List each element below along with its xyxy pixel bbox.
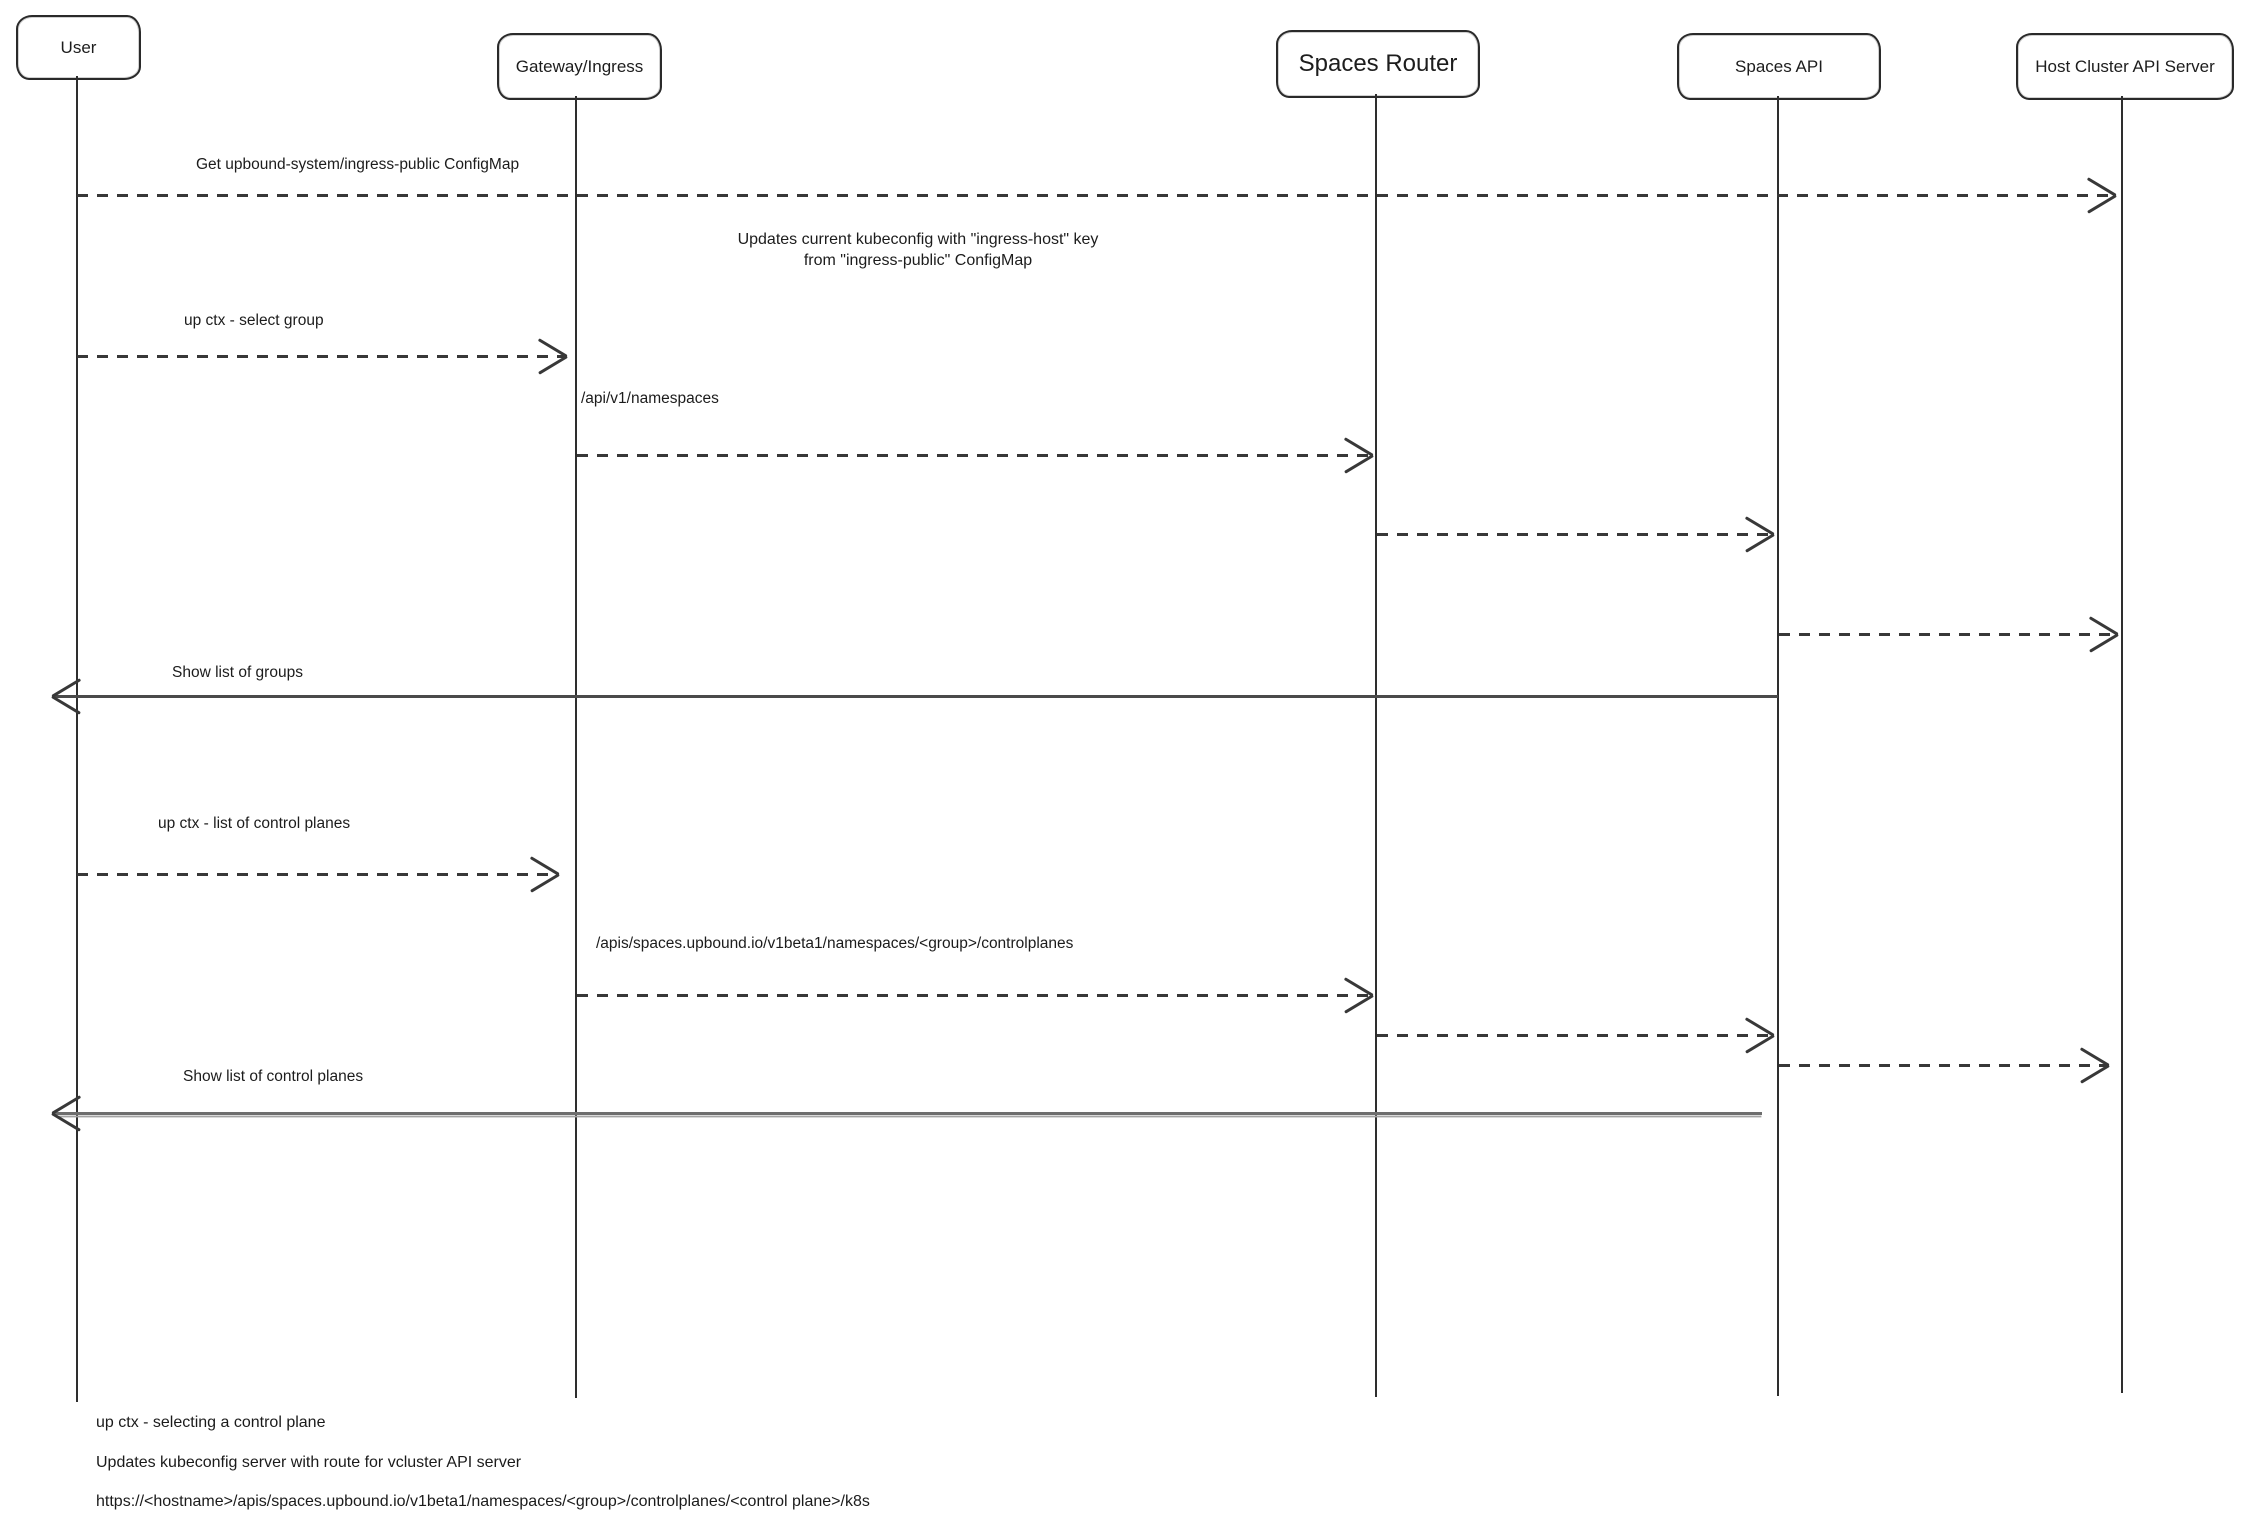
actor-label-gateway-ingress: Gateway/Ingress — [515, 56, 644, 76]
arrowhead-icon — [52, 1112, 84, 1115]
note-line-1: Updates current kubeconfig with "ingress… — [737, 231, 1099, 248]
actor-box-host-cluster-api-server: Host Cluster API Server — [2016, 33, 2234, 100]
footer-line-1: up ctx - selecting a control plane — [96, 1414, 326, 1431]
lifeline-spaces-router — [1375, 94, 1377, 1397]
arrow-list-control-planes-user-to-gateway — [77, 873, 556, 876]
actor-label-host-cluster-api-server: Host Cluster API Server — [2035, 56, 2215, 76]
actor-label-user: User — [60, 37, 97, 57]
arrowhead-icon — [52, 695, 84, 698]
actor-box-gateway-ingress: Gateway/Ingress — [497, 33, 662, 100]
actor-box-user: User — [16, 15, 141, 80]
label-apis-controlplanes: /apis/spaces.upbound.io/v1beta1/namespac… — [596, 935, 1074, 952]
note-kubeconfig-update: Updates current kubeconfig with "ingress… — [727, 229, 1109, 271]
label-get-configmap: Get upbound-system/ingress-public Config… — [196, 156, 520, 173]
arrowhead-icon — [2086, 633, 2118, 636]
arrowhead-icon — [2084, 194, 2116, 197]
label-show-groups: Show list of groups — [172, 664, 303, 681]
footer-line-3: https://<hostname>/apis/spaces.upbound.i… — [96, 1493, 870, 1510]
arrow-show-groups-to-user — [55, 695, 1778, 698]
arrow-show-control-planes-to-user — [55, 1112, 1762, 1115]
lifeline-host-cluster-api-server — [2121, 96, 2123, 1393]
actor-label-spaces-api: Spaces API — [1735, 56, 1823, 76]
arrow-spaces-api-to-host-2 — [1779, 1064, 2106, 1067]
label-select-group: up ctx - select group — [184, 312, 324, 329]
lifeline-gateway-ingress — [575, 96, 577, 1398]
arrowhead-icon — [1742, 533, 1774, 536]
arrow-get-configmap-user-to-host — [77, 194, 2113, 197]
label-api-namespaces: /api/v1/namespaces — [581, 390, 719, 407]
footer-line-2: Updates kubeconfig server with route for… — [96, 1454, 522, 1471]
arrowhead-icon — [1341, 994, 1373, 997]
arrow-router-to-spaces-api-1 — [1377, 533, 1771, 536]
lifeline-spaces-api — [1777, 96, 1779, 1396]
label-list-control-planes: up ctx - list of control planes — [158, 815, 351, 832]
lifeline-user — [76, 76, 78, 1402]
arrow-api-namespaces-gateway-to-router — [577, 454, 1370, 457]
actor-box-spaces-api: Spaces API — [1677, 33, 1881, 100]
arrow-spaces-api-to-host-1 — [1779, 633, 2115, 636]
arrow-select-group-user-to-gateway — [77, 355, 564, 358]
actor-label-spaces-router: Spaces Router — [1298, 50, 1458, 77]
note-line-2: from "ingress-public" ConfigMap — [803, 252, 1033, 269]
arrowhead-icon — [1742, 1034, 1774, 1037]
arrowhead-icon — [1341, 454, 1373, 457]
arrowhead-icon — [535, 355, 567, 358]
arrowhead-icon — [527, 873, 559, 876]
arrow-apis-controlplanes-gateway-to-router — [577, 994, 1370, 997]
arrowhead-icon — [2077, 1064, 2109, 1067]
arrow-router-to-spaces-api-2 — [1377, 1034, 1771, 1037]
actor-box-spaces-router: Spaces Router — [1276, 30, 1480, 98]
label-show-control-planes: Show list of control planes — [183, 1068, 364, 1085]
